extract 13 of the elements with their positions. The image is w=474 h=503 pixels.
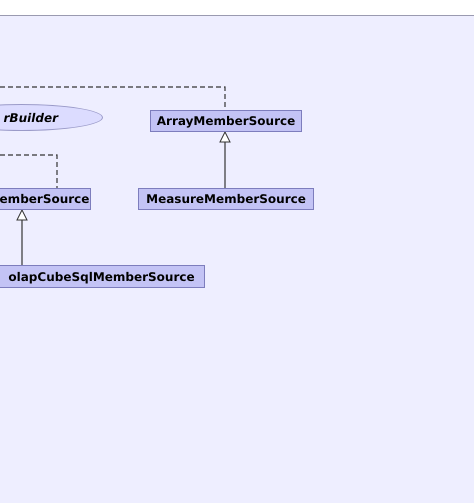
class-box xyxy=(150,110,302,132)
connector xyxy=(220,132,230,188)
connector xyxy=(16,210,28,265)
class-name: emberSource xyxy=(0,192,90,206)
class-name: ArrayMemberSource xyxy=(156,114,296,128)
connector xyxy=(0,86,226,110)
class-name: rBuilder xyxy=(4,110,58,124)
class-name: MeasureMemberSource xyxy=(146,192,306,206)
class-box xyxy=(138,188,314,210)
connector xyxy=(0,154,58,188)
class-name: olapCubeSqlMemberSource xyxy=(8,270,195,284)
class-box xyxy=(0,265,205,288)
class-box xyxy=(0,188,91,210)
